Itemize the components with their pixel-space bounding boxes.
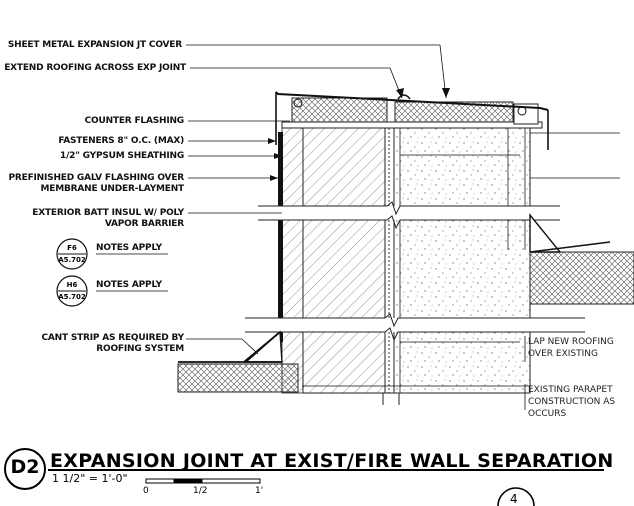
label-counter-flashing: COUNTER FLASHING (84, 116, 185, 126)
note-existing-parapet-1: EXISTING PARAPET (528, 385, 613, 395)
note-existing-parapet-3: OCCURS (528, 409, 567, 419)
label-notes-apply-1: NOTES APPLY (96, 243, 162, 253)
new-roof-deck (177, 363, 299, 393)
label-gypsum: 1/2" GYPSUM SHEATHING (60, 151, 184, 161)
label-batt-insul-2: VAPOR BARRIER (104, 219, 184, 229)
concrete-wall (393, 127, 531, 394)
label-sheet-metal: SHEET METAL EXPANSION JT COVER (7, 40, 182, 50)
cant-strip (244, 330, 283, 363)
label-galv-flashing-1: PREFINISHED GALV FLASHING OVER (8, 173, 185, 183)
bubble-2-bottom: A5.702 (58, 293, 86, 301)
label-extend-roofing: EXTEND ROOFING ACROSS EXP JOINT (4, 63, 186, 73)
scale-tick-half: 1/2 (193, 486, 208, 496)
note-existing-parapet-2: CONSTRUCTION AS (528, 397, 616, 407)
leader-lines (96, 44, 620, 387)
note-lap-roofing-1: LAP NEW ROOFING (528, 337, 614, 347)
label-batt-insul-1: EXTERIOR BATT INSUL W/ POLY (32, 208, 184, 218)
cap-block-left (291, 97, 388, 123)
label-fasteners: FASTENERS 8" O.C. (MAX) (58, 136, 184, 146)
leader-arrows (268, 88, 450, 181)
existing-wall-hatch (302, 127, 386, 394)
label-cant-strip-1: CANT STRIP AS REQUIRED BY (41, 333, 184, 343)
detail-bubble (4, 448, 46, 490)
partial-bubble-number: 4 (510, 492, 518, 506)
partial-section-bubble (497, 487, 535, 506)
framing-strip (281, 127, 304, 394)
label-notes-apply-2: NOTES APPLY (96, 280, 162, 290)
bubble-1-top: F6 (67, 244, 77, 252)
detail-id: D2 (10, 456, 40, 478)
detail-title: EXPANSION JOINT AT EXIST/FIRE WALL SEPAR… (50, 450, 614, 472)
bubble-1-bottom: A5.702 (58, 256, 86, 264)
label-galv-flashing-2: MEMBRANE UNDER-LAYMENT (40, 184, 185, 194)
ref-bubble-2 (56, 275, 88, 307)
scale-text: 1 1/2" = 1'-0" (52, 472, 128, 485)
existing-roof-deck (529, 251, 634, 305)
scale-tick-1ft: 1' (255, 486, 264, 496)
bubble-2-top: H6 (66, 281, 78, 289)
scale-tick-0: 0 (143, 486, 149, 496)
note-lap-roofing-2: OVER EXISTING (528, 349, 598, 359)
membrane-line (278, 132, 283, 342)
ref-bubble-1 (56, 238, 88, 270)
label-cant-strip-2: ROOFING SYSTEM (96, 344, 184, 354)
scale-bar (145, 478, 261, 484)
sheet-metal-cover (275, 91, 549, 111)
